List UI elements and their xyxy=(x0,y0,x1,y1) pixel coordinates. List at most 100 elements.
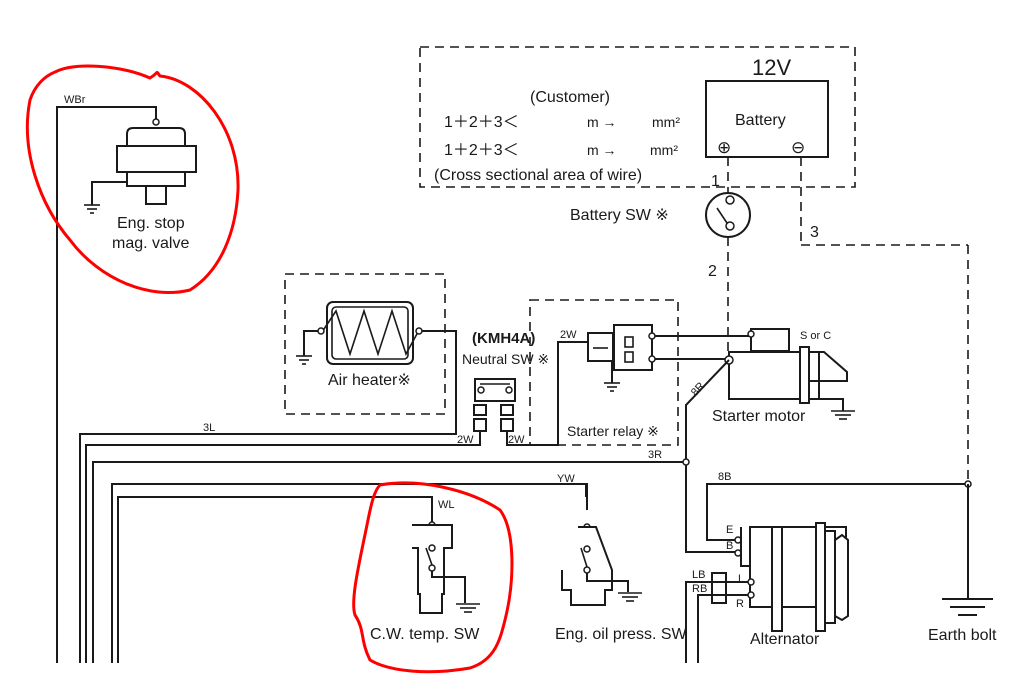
wbr-wire xyxy=(56,106,157,663)
neutral-switch-terminal xyxy=(505,386,513,394)
wire-formula-1: 1＋2＋3＜ xyxy=(444,114,519,131)
air-heater-box xyxy=(284,273,446,415)
battery-minus-terminal: ⊖ xyxy=(791,138,805,157)
oil-switch-contact xyxy=(583,566,591,574)
wire-1-label: 1 xyxy=(711,173,720,190)
wire-2w-right-label: 2W xyxy=(508,434,525,446)
battery-switch-blade xyxy=(716,207,728,224)
battery-plus-terminal: ⊕ xyxy=(717,138,731,157)
relay-contact xyxy=(624,336,634,348)
heater-ground-wire xyxy=(303,330,318,356)
battery-switch-contact xyxy=(725,195,735,205)
alternator-fin xyxy=(815,522,826,632)
alternator-pulley xyxy=(824,530,836,624)
cw-ground-wire xyxy=(431,571,466,603)
wire-yw xyxy=(111,483,588,663)
starter-flange xyxy=(799,346,810,404)
alternator-label: Alternator xyxy=(750,631,820,648)
valve-body xyxy=(126,171,186,187)
red-annotation-circle-valve xyxy=(25,64,240,295)
alternator-fin xyxy=(771,526,783,632)
cw-switch-contact xyxy=(428,544,436,552)
customer-label: (Customer) xyxy=(530,89,610,106)
wire-2w-left-label: 2W xyxy=(457,434,474,446)
air-heater-inner xyxy=(331,306,409,360)
solenoid-terminal xyxy=(747,330,755,338)
alt-terminal-b: B xyxy=(726,540,733,552)
cw-switch-blade xyxy=(425,547,433,566)
eng-stop-valve-label-1: Eng. stop xyxy=(117,215,185,232)
air-heater-label: Air heater※ xyxy=(328,372,411,389)
wire-3r xyxy=(92,461,686,663)
cross-section-label: (Cross sectional area of wire) xyxy=(434,167,642,184)
length-unit-1: m → xyxy=(587,114,617,130)
neutral-sw-connector xyxy=(500,418,514,432)
heater-element-icon xyxy=(321,308,419,357)
starter-relay-wire-label: 2W xyxy=(560,329,577,341)
wire-8r-label: 8R xyxy=(689,380,707,399)
valve-plunger xyxy=(145,185,167,205)
battery-switch-contact xyxy=(725,221,735,231)
oil-switch-contact xyxy=(583,545,591,553)
alt-terminal-block xyxy=(740,527,750,567)
valve-cap xyxy=(126,127,186,149)
wire-8r xyxy=(685,359,735,553)
battery-voltage: 12V xyxy=(752,55,791,80)
air-heater xyxy=(326,301,414,365)
oil-ground-wire xyxy=(586,573,629,592)
wire-3l-label: 3L xyxy=(203,422,215,434)
relay-terminal xyxy=(648,332,656,340)
neutral-switch-terminal xyxy=(477,386,485,394)
starter-ground-wire xyxy=(809,398,844,411)
heater-terminal xyxy=(317,327,325,335)
oil-press-switch-label: Eng. oil press. SW xyxy=(555,626,688,643)
junction-3r xyxy=(682,458,690,466)
alt-terminal-e: E xyxy=(726,524,733,536)
wire-2w-left xyxy=(85,431,481,663)
wire-3-label: 3 xyxy=(810,224,819,241)
wire-2-label: 2 xyxy=(708,263,717,280)
battery-customer-box xyxy=(419,46,856,188)
starter-solenoid xyxy=(750,328,790,352)
alternator-pulley-groove xyxy=(834,533,849,622)
ground-icon xyxy=(456,603,480,613)
alt-terminal-r: R xyxy=(736,598,744,610)
earth-bolt-label: Earth bolt xyxy=(928,627,997,644)
neutral-sw-connector xyxy=(473,404,487,416)
starter-relay-box xyxy=(529,299,679,446)
cw-temp-switch-label: C.W. temp. SW xyxy=(370,626,480,643)
wire-formula-2: 1＋2＋3＜ xyxy=(444,142,519,159)
battery xyxy=(705,80,829,158)
length-unit-2: m → xyxy=(587,142,617,158)
wire-rb xyxy=(697,594,748,663)
relay-terminal xyxy=(648,355,656,363)
wbr-wire-label: WBr xyxy=(64,94,86,106)
neutral-sw-connector xyxy=(473,418,487,432)
valve-coil xyxy=(116,145,197,173)
heater-terminal xyxy=(415,327,423,335)
wire-yw-label: YW xyxy=(557,473,575,485)
ground-icon xyxy=(942,598,993,616)
starter-motor-label: Starter motor xyxy=(712,408,806,425)
eng-stop-valve-label-2: mag. valve xyxy=(112,235,189,252)
wire-8b xyxy=(706,483,968,541)
alt-l-terminal xyxy=(747,578,755,586)
starter-relay-coil xyxy=(587,332,614,362)
valve-ground-wire xyxy=(91,181,127,205)
area-unit-2: mm² xyxy=(650,142,678,158)
wire-lb xyxy=(685,581,748,663)
neutral-sw-connector xyxy=(500,404,514,416)
wire-3r-label: 3R xyxy=(648,449,662,461)
ground-icon xyxy=(831,410,855,420)
cw-switch-contact xyxy=(428,564,436,572)
ground-icon xyxy=(618,592,642,602)
wire-wl-label: WL xyxy=(438,499,455,511)
ground-icon xyxy=(604,382,620,392)
battery-switch-label: Battery SW ※ xyxy=(570,207,669,224)
wire-rb-label: RB xyxy=(692,583,707,595)
wire-wl xyxy=(117,496,433,663)
ground-icon xyxy=(296,355,312,365)
wire-3l xyxy=(79,330,457,663)
valve-terminal xyxy=(152,118,160,126)
